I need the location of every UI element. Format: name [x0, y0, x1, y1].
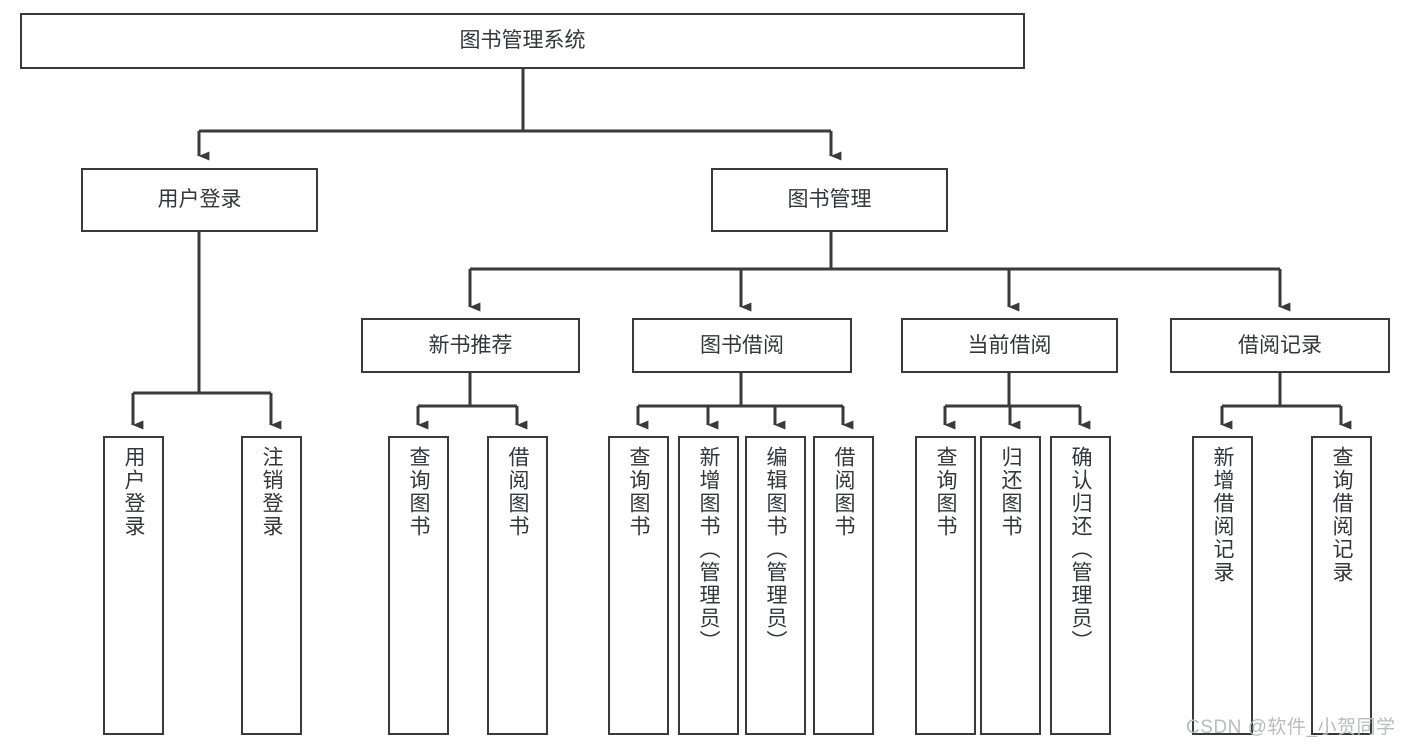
leaf-user-login-logout[interactable]: 注销登录 — [241, 436, 302, 735]
node-borrow-record[interactable]: 借阅记录 — [1170, 318, 1390, 373]
leaf-record-add-record[interactable]: 新增借阅记录 — [1192, 436, 1253, 735]
node-label: 图书管理系统 — [459, 29, 586, 53]
node-label: 图书管理 — [787, 188, 872, 212]
node-label: 借阅图书 — [832, 446, 855, 538]
node-book-management[interactable]: 图书管理 — [711, 168, 948, 232]
leaf-borrow-edit-book-admin[interactable]: 编辑图书（管理员） — [745, 436, 806, 735]
node-label: 查询图书 — [407, 446, 430, 538]
leaf-current-return-book[interactable]: 归还图书 — [980, 436, 1041, 735]
leaf-recommend-borrow-book[interactable]: 借阅图书 — [487, 436, 548, 735]
node-label: 借阅图书 — [506, 446, 529, 538]
leaf-current-confirm-return-admin[interactable]: 确认归还（管理员） — [1050, 436, 1111, 735]
leaf-borrow-add-book-admin[interactable]: 新增图书（管理员） — [678, 436, 739, 735]
node-label: 新增图书（管理员） — [697, 446, 720, 653]
leaf-borrow-query-book[interactable]: 查询图书 — [608, 436, 669, 735]
node-root-system[interactable]: 图书管理系统 — [20, 13, 1025, 69]
node-label: 注销登录 — [260, 446, 283, 538]
node-label: 借阅记录 — [1238, 333, 1322, 357]
node-label: 用户登录 — [157, 188, 242, 212]
node-label: 图书借阅 — [700, 333, 784, 357]
node-current-borrow[interactable]: 当前借阅 — [901, 318, 1118, 373]
leaf-current-query-book[interactable]: 查询图书 — [915, 436, 976, 735]
leaf-recommend-query-book[interactable]: 查询图书 — [388, 436, 449, 735]
node-label: 查询借阅记录 — [1330, 446, 1353, 584]
leaf-user-login-login[interactable]: 用户登录 — [103, 436, 164, 735]
node-label: 查询图书 — [627, 446, 650, 538]
node-label: 编辑图书（管理员） — [764, 446, 787, 653]
node-label: 新增借阅记录 — [1211, 446, 1234, 584]
leaf-borrow-borrow-book[interactable]: 借阅图书 — [813, 436, 874, 735]
node-user-login[interactable]: 用户登录 — [81, 168, 318, 232]
node-label: 确认归还（管理员） — [1069, 446, 1092, 653]
node-label: 当前借阅 — [967, 333, 1052, 357]
leaf-record-query-record[interactable]: 查询借阅记录 — [1311, 436, 1372, 735]
node-new-book-recommend[interactable]: 新书推荐 — [361, 318, 580, 373]
node-book-borrow[interactable]: 图书借阅 — [632, 318, 852, 373]
node-label: 查询图书 — [934, 446, 957, 538]
node-label: 归还图书 — [999, 446, 1022, 538]
node-label: 用户登录 — [122, 446, 145, 538]
node-label: 新书推荐 — [428, 333, 513, 357]
